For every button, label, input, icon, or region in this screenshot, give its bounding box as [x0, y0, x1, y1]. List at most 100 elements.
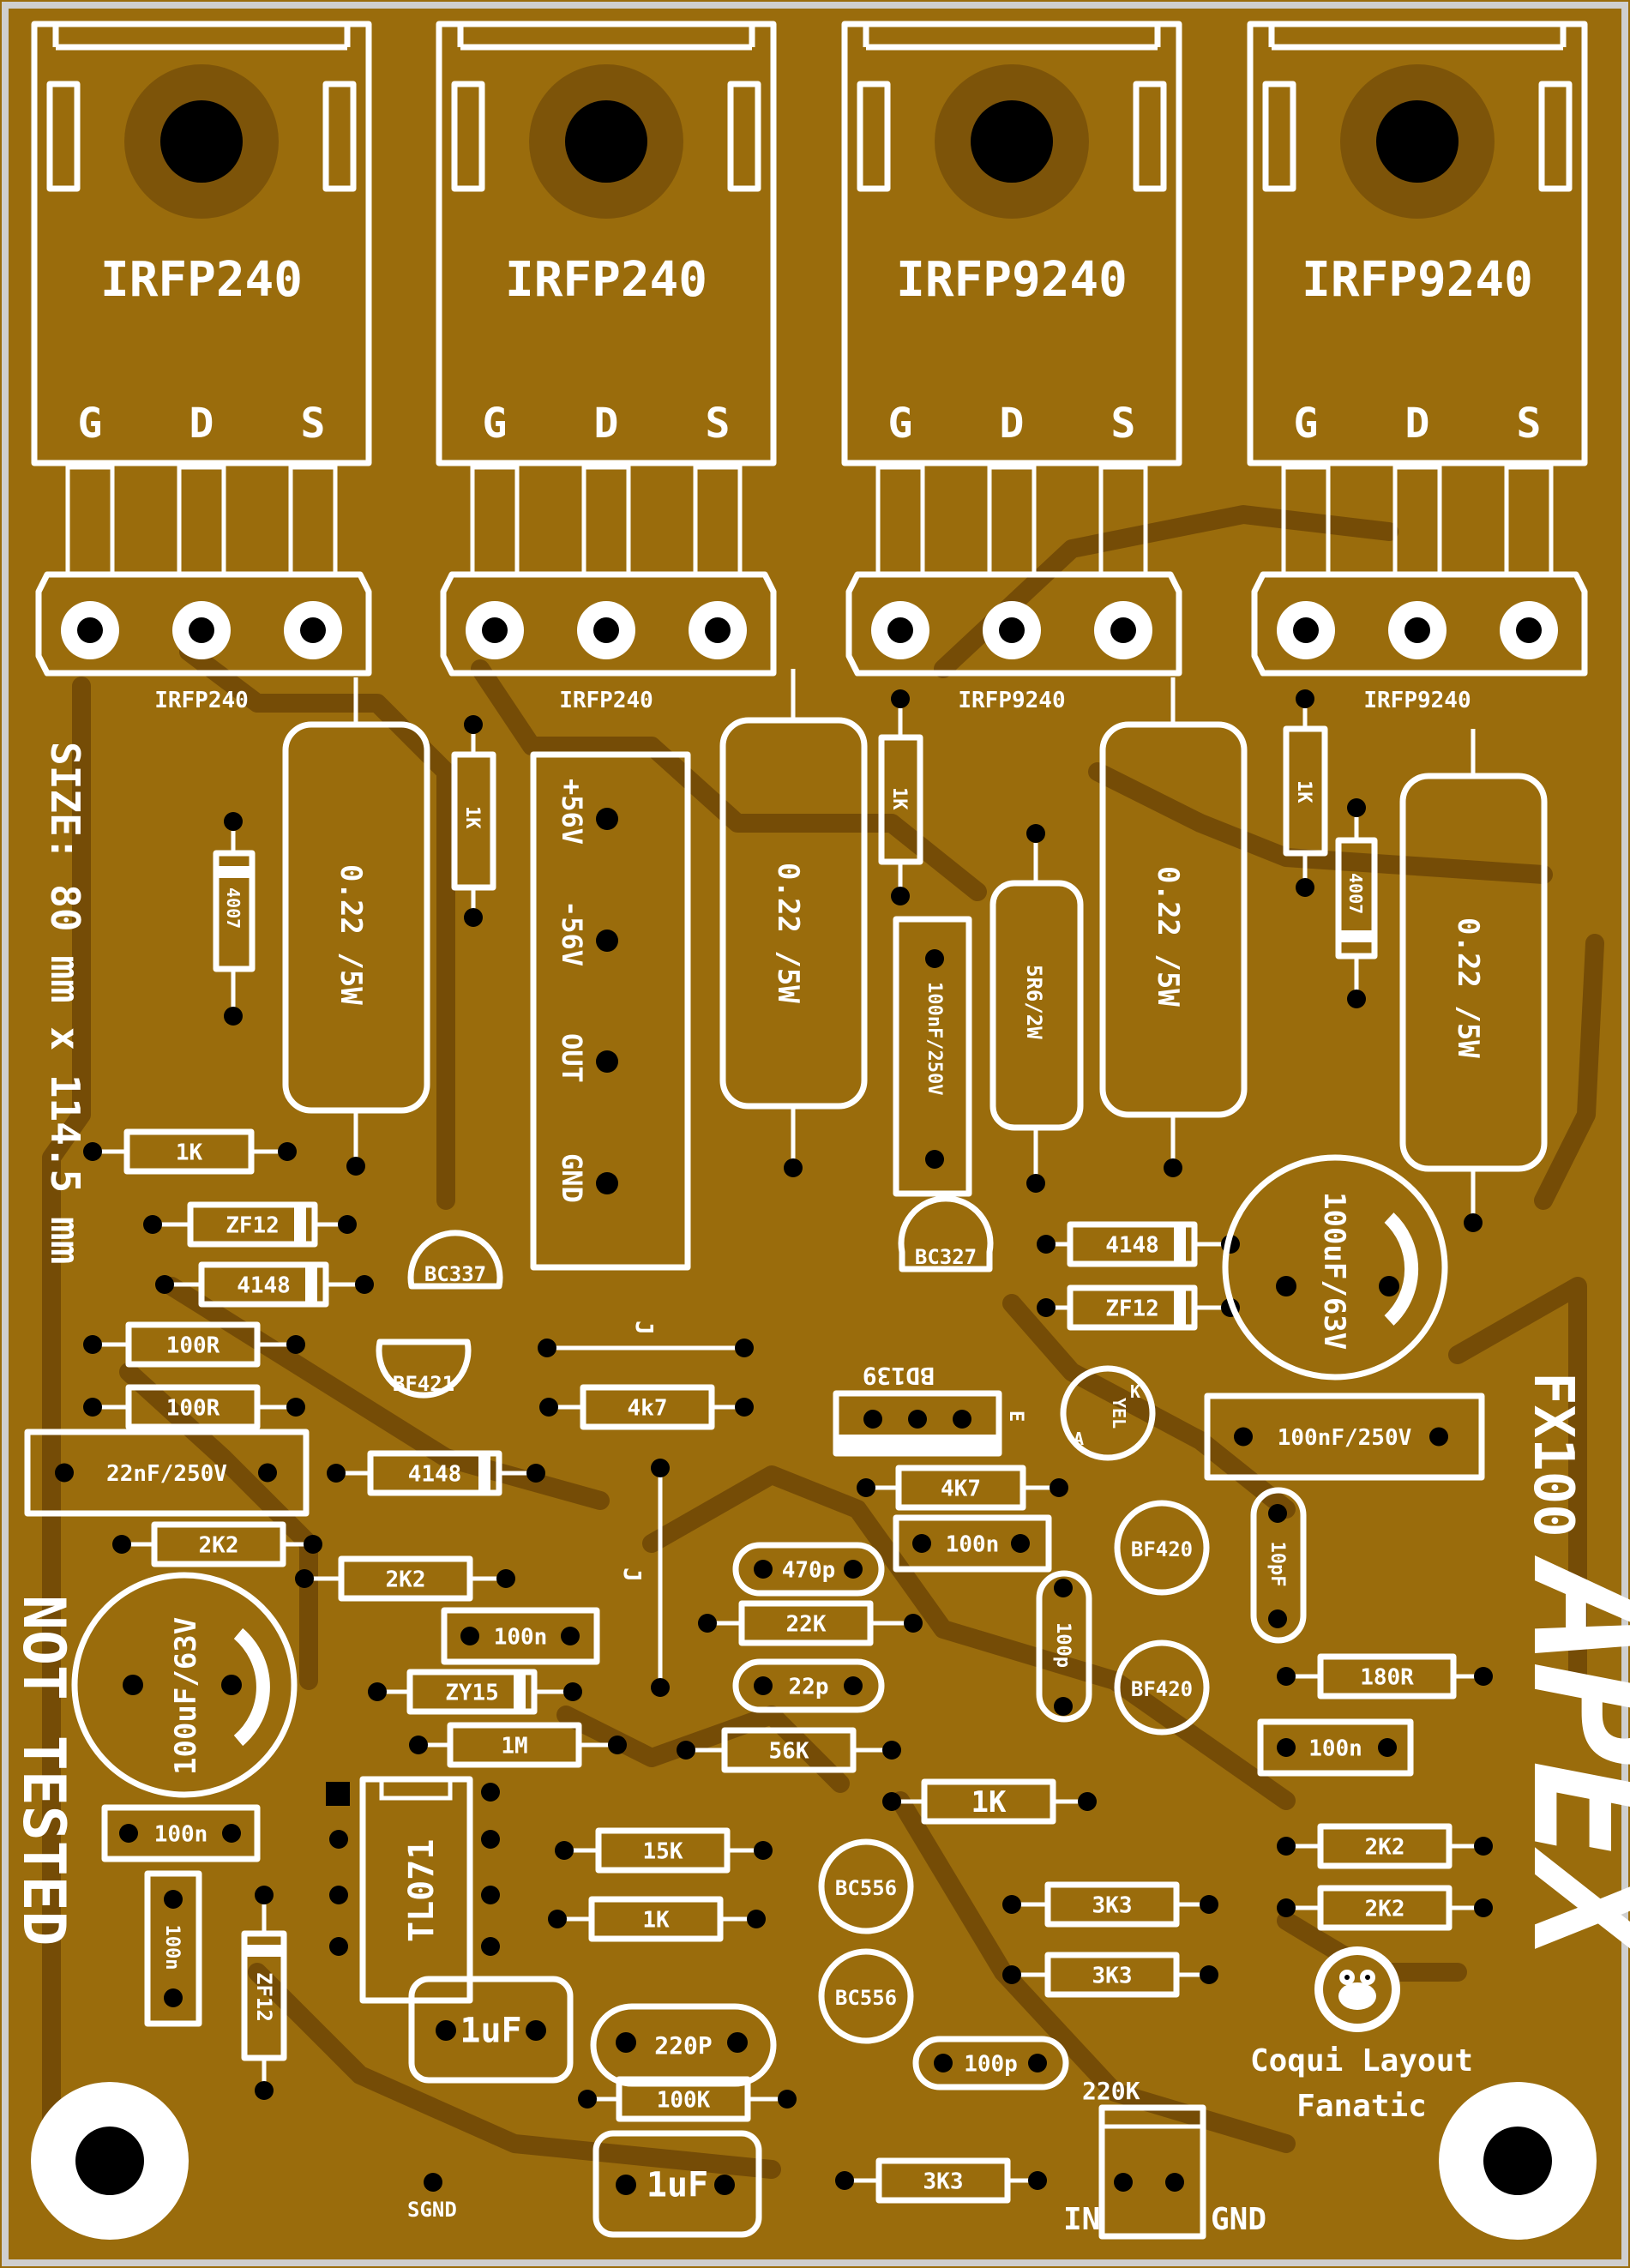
resistor-4k7-upper: 4K7	[857, 1465, 1068, 1511]
cap-1uf-lower: 1uF	[592, 2130, 762, 2238]
svg-text:1K: 1K	[461, 806, 483, 829]
power-resistor-1-label: 0.22 /5W	[334, 864, 368, 1005]
mosfet-4-footprint-label: IRFP9240	[1363, 688, 1471, 713]
mosfet-1-pin-s: S	[301, 400, 326, 448]
resistor-1k-h2: 1K	[882, 1778, 1097, 1825]
resistor-3k3-1: 3K3	[1002, 1881, 1218, 1928]
cap-10pf-vertical-label: 10pF	[1266, 1542, 1288, 1587]
transistor-bc556-top: BC556	[818, 1838, 914, 1934]
svg-text:100nF/250V: 100nF/250V	[923, 982, 945, 1095]
resistor-15k-label: 15K	[643, 1838, 683, 1864]
cap-1uf-upper: 1uF	[408, 1976, 574, 2084]
cap-100n-vertical-left: 100n	[144, 1870, 202, 2027]
model-label: FX100	[1521, 1372, 1585, 1537]
signal-ground: SGND	[407, 2173, 457, 2222]
diode-4148-right: 4148	[1037, 1221, 1240, 1267]
diode-4148-left-1: 4148	[155, 1261, 374, 1308]
resistor-3k3-2: 3K3	[1002, 1952, 1218, 1998]
resistor-180r: 180R	[1277, 1653, 1493, 1699]
mosfet-3-label: IRFP9240	[896, 252, 1128, 308]
resistor-4k7-upper-label: 4K7	[941, 1476, 981, 1501]
led-yellow: YEL A K	[1060, 1365, 1156, 1461]
cap-220p: 220P	[590, 2003, 777, 2087]
mosfet-1-footprint-label: IRFP240	[154, 688, 249, 713]
resistor-22k: 22K	[698, 1600, 923, 1646]
opamp-tl071: TL071	[326, 1776, 500, 2004]
diode-zf12-vertical: ZF12	[241, 1886, 287, 2100]
mosfet-2-pin-g: G	[483, 400, 508, 448]
credit-line-1: Coqui Layout	[1250, 2043, 1473, 2078]
terminal-label-gnd: GND	[556, 1153, 588, 1203]
mosfet-2-footprint-label: IRFP240	[559, 688, 653, 713]
diode-zf12-left: ZF12	[143, 1201, 357, 1248]
resistor-2k2-1: 2K2	[112, 1521, 322, 1567]
mosfet-1-pin-d: D	[189, 400, 214, 448]
cap-22nf-250v-label: 22nF/250V	[106, 1461, 227, 1487]
mounting-holes	[31, 2082, 1597, 2240]
power-resistor-1: 0.22 /5W	[282, 677, 430, 1176]
resistor-4k7-lower-label: 4k7	[628, 1395, 668, 1421]
cap-100n-left-2: 100n	[101, 1804, 261, 1862]
diode-4148-left-1-label: 4148	[237, 1272, 291, 1298]
power-resistor-2-label: 0.22 /5W	[771, 863, 805, 1003]
resistor-2k2-3-label: 2K2	[1365, 1834, 1405, 1860]
resistor-1m-label: 1M	[501, 1733, 527, 1759]
resistor-1k-h3: 1K	[548, 1896, 766, 1942]
cap-22p: 22p	[732, 1658, 885, 1713]
diode-4148-left-2-label: 4148	[408, 1461, 462, 1487]
resistor-1k-v1: 1K	[451, 715, 496, 927]
transistor-bf420-top: BF420	[1114, 1500, 1210, 1596]
cap-1uf-lower-label: 1uF	[647, 2165, 708, 2205]
resistor-100k-label: 100K	[657, 2087, 711, 2113]
cap-1uf-upper-label: 1uF	[460, 2011, 521, 2050]
mosfet-3-pin-s: S	[1111, 400, 1136, 448]
svg-text:5R6/2W: 5R6/2W	[1022, 965, 1046, 1039]
terminal-label-plus: +56V	[556, 779, 588, 845]
resistor-1k-h1: 1K	[83, 1128, 297, 1175]
cap-100n-right-label: 100n	[1308, 1736, 1362, 1761]
resistor-220k-label: 220K	[1082, 2077, 1140, 2105]
cap-100p-bottom-label: 100p	[964, 2051, 1018, 2077]
power-resistor-4-label: 0.22 /5W	[1451, 917, 1485, 1058]
resistor-5r6-2w: 5R6/2W	[989, 824, 1084, 1193]
resistor-22k-label: 22K	[786, 1611, 827, 1637]
cap-100p-vertical-label: 100p	[1052, 1622, 1074, 1668]
cap-22p-label: 22p	[789, 1674, 829, 1699]
input-label-gnd: GND	[1211, 2202, 1266, 2237]
svg-text:100uF/63V: 100uF/63V	[169, 1617, 203, 1775]
power-resistor-4: 0.22 /5W	[1399, 729, 1548, 1232]
branding: FX100 APEX Coqui Layout Fanatic NOT TEST…	[9, 1372, 1630, 2124]
brand-logo: APEX	[1494, 1555, 1630, 1972]
resistor-2k2-1-label: 2K2	[199, 1532, 239, 1558]
cap-100nf-250v-h-label: 100nF/250V	[1278, 1425, 1412, 1451]
cap-100nf-250v-h: 100nF/250V	[1204, 1393, 1485, 1481]
mosfet-3-footprint-label: IRFP9240	[958, 688, 1065, 713]
resistor-100r-1-label: 100R	[166, 1333, 220, 1358]
resistor-1k-v3: 1K	[1283, 689, 1328, 897]
transistor-bf420-bottom: BF420	[1114, 1639, 1210, 1736]
svg-text:YEL: YEL	[1109, 1398, 1129, 1429]
resistor-3k3-3-label: 3K3	[923, 2169, 964, 2194]
svg-text:4007: 4007	[1345, 873, 1366, 914]
svg-text:E: E	[1005, 1411, 1026, 1422]
terminal-pad-out	[596, 1050, 618, 1073]
input-connector: IN GND 220K	[1063, 2077, 1266, 2240]
resistor-100k: 100K	[578, 2076, 797, 2122]
terminal-label-out: OUT	[556, 1033, 588, 1083]
svg-text:BC337: BC337	[424, 1262, 486, 1286]
resistor-1k-v2: 1K	[878, 689, 923, 905]
cap-100n-left-1-label: 100n	[494, 1624, 548, 1650]
diode-zy15: ZY15	[368, 1669, 582, 1715]
resistor-2k2-3: 2K2	[1277, 1823, 1493, 1869]
resistor-3k3-2-label: 3K3	[1092, 1963, 1133, 1988]
electrolytic-cap-right: 100uF/63V	[1222, 1154, 1448, 1381]
jumper-wires: J J	[538, 1320, 754, 1697]
cap-100n-vertical-left-label: 100n	[161, 1925, 183, 1970]
terminal-pad-plus	[596, 808, 618, 830]
cap-100n-right: 100n	[1257, 1718, 1414, 1777]
cap-100n-center: 100n	[893, 1514, 1052, 1573]
diode-4148-right-label: 4148	[1105, 1232, 1159, 1258]
resistor-4k7-lower: 4k7	[539, 1384, 754, 1430]
